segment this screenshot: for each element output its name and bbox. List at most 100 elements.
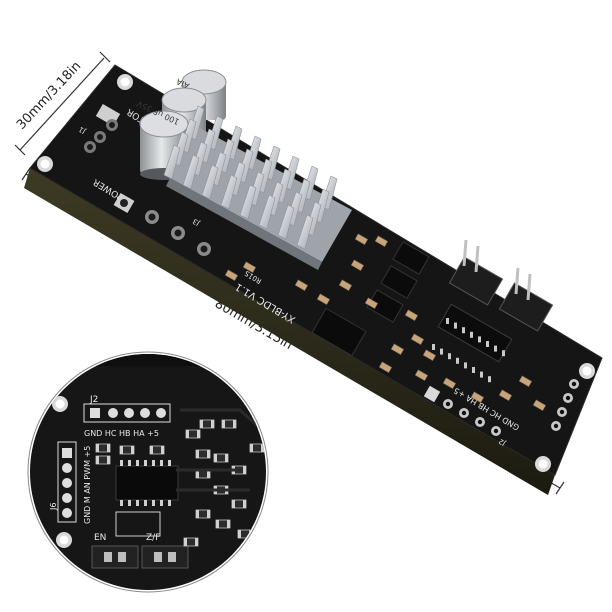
smd-pad xyxy=(216,520,219,528)
heatsink-fin xyxy=(182,154,200,190)
smd-components xyxy=(224,233,547,411)
smd-pad xyxy=(200,420,203,428)
smd-part xyxy=(532,399,547,411)
motor-terminal xyxy=(84,103,121,153)
ic-pin xyxy=(136,460,139,466)
ic-pin xyxy=(144,460,147,466)
smd-pad xyxy=(222,420,225,428)
ic-pin xyxy=(128,460,131,466)
ic-pin xyxy=(160,460,163,466)
smd-pad xyxy=(233,420,236,428)
ic-pin xyxy=(488,376,491,383)
ic-pin xyxy=(448,353,451,360)
zoom-inset: J2 GND HC HB HA +5 GND M AN PWM +5 J6 EN xyxy=(27,351,269,593)
smd-part xyxy=(354,233,369,245)
smd-part xyxy=(390,343,405,355)
smd-part xyxy=(338,279,353,291)
pcb-edge xyxy=(24,168,555,495)
smd-part xyxy=(422,349,437,361)
smd-part xyxy=(404,309,419,321)
smd-pad xyxy=(107,444,110,452)
smd-pad xyxy=(214,454,217,462)
inset-j6-label: J6 xyxy=(49,503,58,511)
smd-pad xyxy=(150,446,153,454)
j2-label: J2 xyxy=(497,437,508,448)
ic-pin xyxy=(136,500,139,506)
inset-j2-label: J2 xyxy=(89,395,98,405)
smd-pad xyxy=(207,470,210,478)
ic-pin xyxy=(462,327,465,334)
jumper-connectors xyxy=(448,239,554,332)
smd-pad xyxy=(238,530,241,538)
smd-pad xyxy=(96,444,99,452)
smd-pad xyxy=(186,430,189,438)
smd-pad xyxy=(243,466,246,474)
smd-pad xyxy=(161,446,164,454)
smd-pad xyxy=(195,538,198,546)
ic-pin xyxy=(152,460,155,466)
ic-pin xyxy=(478,336,481,343)
ic-pin xyxy=(470,331,473,338)
ic-pin xyxy=(486,341,489,347)
ic-pin xyxy=(168,460,171,466)
smd-part xyxy=(442,377,457,389)
smd-part xyxy=(242,261,257,273)
smd-pad xyxy=(196,470,199,478)
ic-pin xyxy=(472,367,475,373)
smd-pad xyxy=(211,420,214,428)
heatsink-fin xyxy=(201,164,219,200)
smd-pad xyxy=(196,510,199,518)
heatsink xyxy=(163,105,352,270)
smd-pad xyxy=(225,454,228,462)
ic-pin xyxy=(480,371,483,378)
ic-pin xyxy=(144,500,147,506)
smd-part xyxy=(350,259,365,271)
inset-en-label: EN xyxy=(94,533,106,543)
ic-pin xyxy=(168,500,171,506)
ic-pin xyxy=(160,500,163,506)
inset-ic-pins xyxy=(120,460,171,506)
ic-pin xyxy=(446,318,449,324)
ic-pin xyxy=(454,322,457,329)
smd-pad xyxy=(243,500,246,508)
smd-pad xyxy=(250,444,253,452)
inset-zf-label: Z/F xyxy=(146,533,160,543)
smd-part xyxy=(470,391,485,403)
ic-pin xyxy=(440,348,443,355)
smd-pad xyxy=(120,446,123,454)
smd-part xyxy=(378,361,393,373)
smd-part xyxy=(414,369,429,381)
inset-hall-pins: GND HC HB HA +5 xyxy=(84,429,159,438)
smd-pad xyxy=(131,446,134,454)
ic-pin xyxy=(128,500,131,506)
ic-pin xyxy=(120,460,123,466)
ic-pin xyxy=(494,345,497,352)
heatsink-fin xyxy=(220,174,238,210)
ic-pin xyxy=(464,362,467,369)
smd-pad xyxy=(184,538,187,546)
smd-pad xyxy=(232,500,235,508)
ic-pin xyxy=(152,500,155,506)
smd-pad xyxy=(261,444,264,452)
ic-pin xyxy=(456,357,459,364)
inset-ctrl-pins: GND M AN PWM +5 xyxy=(83,446,92,524)
hall-header xyxy=(423,385,501,436)
power-terminal xyxy=(113,192,211,256)
heatsink-fin xyxy=(277,204,295,240)
smd-part xyxy=(316,293,331,305)
smd-part xyxy=(364,297,379,309)
control-header xyxy=(551,379,579,431)
smd-pad xyxy=(107,456,110,464)
smd-part xyxy=(518,375,533,387)
smd-part xyxy=(224,269,239,281)
heatsink-fin xyxy=(163,144,181,180)
smd-pad xyxy=(96,456,99,464)
j1-label: J1 xyxy=(77,125,88,136)
ic-components xyxy=(311,241,513,383)
smd-pad xyxy=(227,520,230,528)
smd-part xyxy=(410,333,425,345)
smd-pad xyxy=(207,450,210,458)
heatsink-fin xyxy=(239,184,257,220)
smd-part xyxy=(374,235,389,247)
